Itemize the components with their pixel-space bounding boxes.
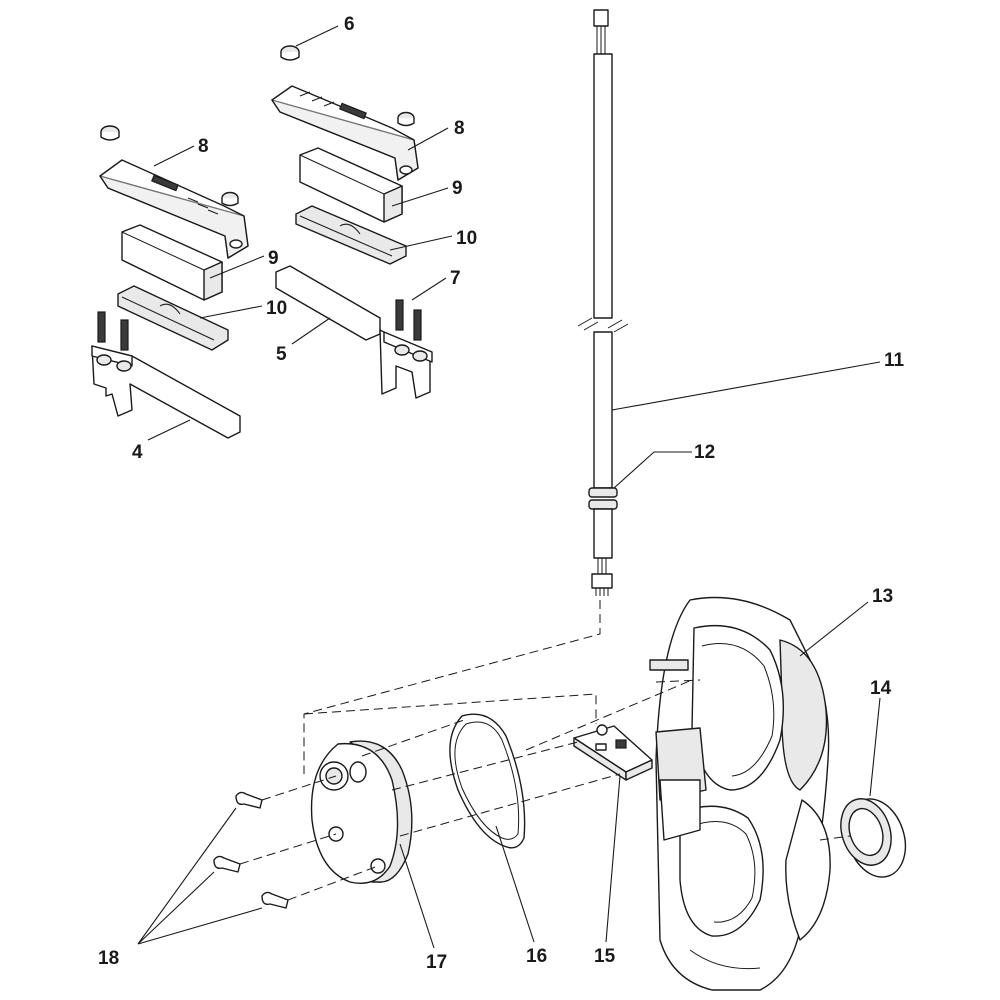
callout-10-right: 10 — [456, 228, 477, 249]
callout-18: 18 — [98, 948, 119, 969]
callout-9-left: 9 — [268, 248, 279, 269]
callout-12: 12 — [694, 442, 715, 463]
callout-13: 13 — [872, 586, 893, 607]
callout-5: 5 — [276, 344, 287, 365]
callout-8-right: 8 — [454, 118, 465, 139]
screw-part-6 — [100, 45, 415, 207]
stud-part-7 — [97, 299, 422, 351]
magnet-part-9-left — [121, 224, 223, 301]
gasket-part-16 — [449, 713, 526, 849]
callout-14: 14 — [870, 678, 892, 699]
bracket-part-4 — [91, 345, 241, 439]
magnet-part-9-right — [299, 147, 403, 223]
assembly-lines — [239, 600, 851, 901]
ring-part-14 — [840, 798, 907, 878]
reed-plate-part-10-left — [117, 285, 229, 351]
callout-8-left: 8 — [198, 136, 209, 157]
housing-part-8-left — [99, 159, 249, 259]
bracket-part-5 — [275, 265, 433, 399]
main-housing-part-13 — [649, 596, 831, 991]
callout-16: 16 — [526, 946, 547, 967]
callout-17: 17 — [426, 952, 447, 973]
callout-4: 4 — [132, 442, 143, 463]
callout-10-left: 10 — [266, 298, 287, 319]
callout-15: 15 — [594, 946, 616, 967]
callout-6: 6 — [344, 14, 355, 35]
reed-plate-part-10-right — [295, 205, 407, 265]
pcb-part-15 — [573, 724, 653, 781]
callout-labels: 6 8 8 9 9 10 10 7 5 4 11 12 13 14 15 16 … — [98, 14, 905, 973]
callout-9-right: 9 — [452, 178, 463, 199]
housing-part-8-right — [271, 85, 419, 181]
cover-plate-part-17 — [310, 740, 413, 884]
cable-part-11 — [577, 9, 629, 596]
callout-7: 7 — [450, 268, 461, 289]
screw-part-18 — [213, 791, 289, 909]
callout-11: 11 — [884, 350, 905, 371]
leader-lines — [137, 25, 881, 949]
